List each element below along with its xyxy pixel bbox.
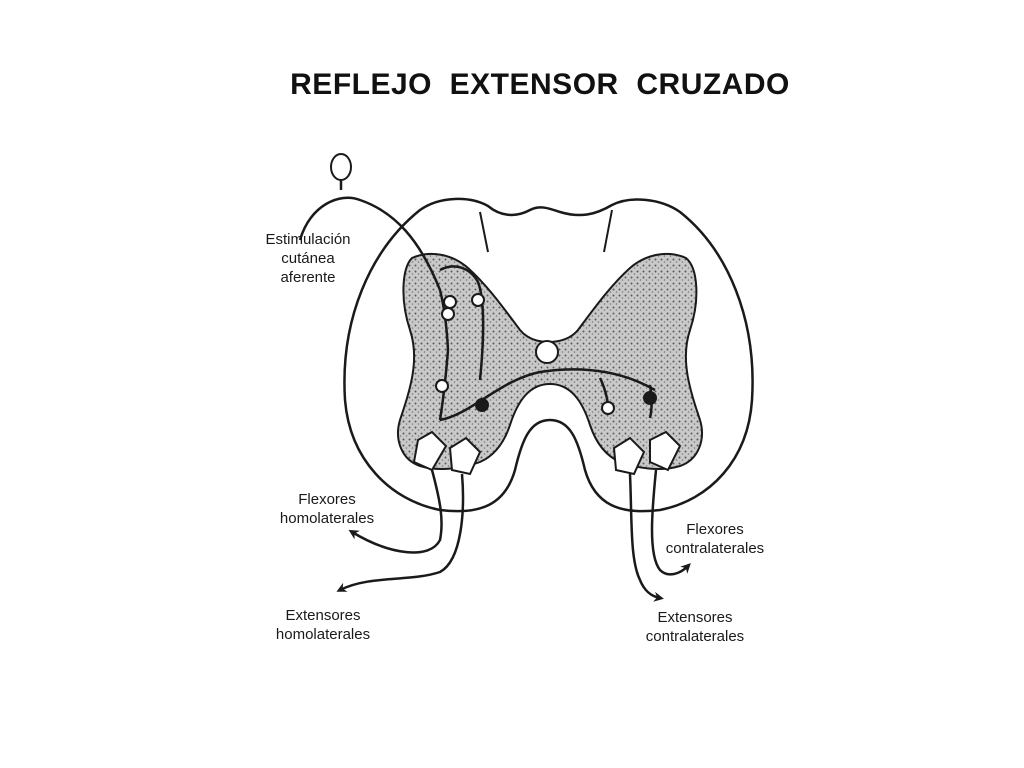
label-line: Extensores (657, 609, 733, 626)
label-extensors-contralateral: Extensores contralaterales (630, 608, 760, 646)
posterior-sulcus-right (603, 209, 613, 253)
label-stimulation: Estimulación cutánea aferente (248, 230, 368, 287)
inhibitory-interneuron-icon (643, 391, 657, 405)
label-flexors-homolateral: Flexores homolaterales (262, 490, 392, 528)
label-line: Flexores (686, 521, 744, 538)
label-line: contralaterales (665, 540, 765, 557)
efferent-homolateral-flexor (348, 469, 443, 554)
label-line: aferente (280, 269, 336, 286)
interneuron-icon (443, 295, 457, 309)
label-line: homolaterales (279, 510, 375, 527)
label-line: Extensores (285, 607, 361, 624)
motor-neuron-icon (612, 436, 646, 476)
interneuron-icon (435, 379, 449, 393)
sensory-ganglion-icon (330, 153, 352, 181)
motor-neuron-icon (448, 436, 482, 476)
label-line: Flexores (298, 491, 356, 508)
label-line: homolaterales (275, 626, 371, 643)
central-canal (535, 340, 559, 364)
slide-title: REFLEJO EXTENSOR CRUZADO (290, 68, 790, 101)
label-line: Estimulación (265, 231, 351, 248)
efferent-homolateral-extensor (336, 473, 465, 592)
label-flexors-contralateral: Flexores contralaterales (650, 520, 780, 558)
label-extensors-homolateral: Extensores homolaterales (258, 606, 388, 644)
interneuron-icon (441, 307, 455, 321)
label-line: contralaterales (645, 628, 745, 645)
commissural-fiber (439, 368, 656, 422)
interneuron-icon (471, 293, 485, 307)
motor-neuron-icon (412, 430, 448, 472)
motor-neuron-icon (649, 430, 682, 472)
posterior-sulcus-left (479, 211, 489, 253)
interneuron-icon (601, 401, 615, 415)
efferent-contralateral-extensor (628, 473, 664, 602)
label-line: cutánea (281, 250, 335, 267)
spinal-cord-outline (343, 197, 754, 513)
efferent-contralateral-flexor (650, 469, 691, 576)
